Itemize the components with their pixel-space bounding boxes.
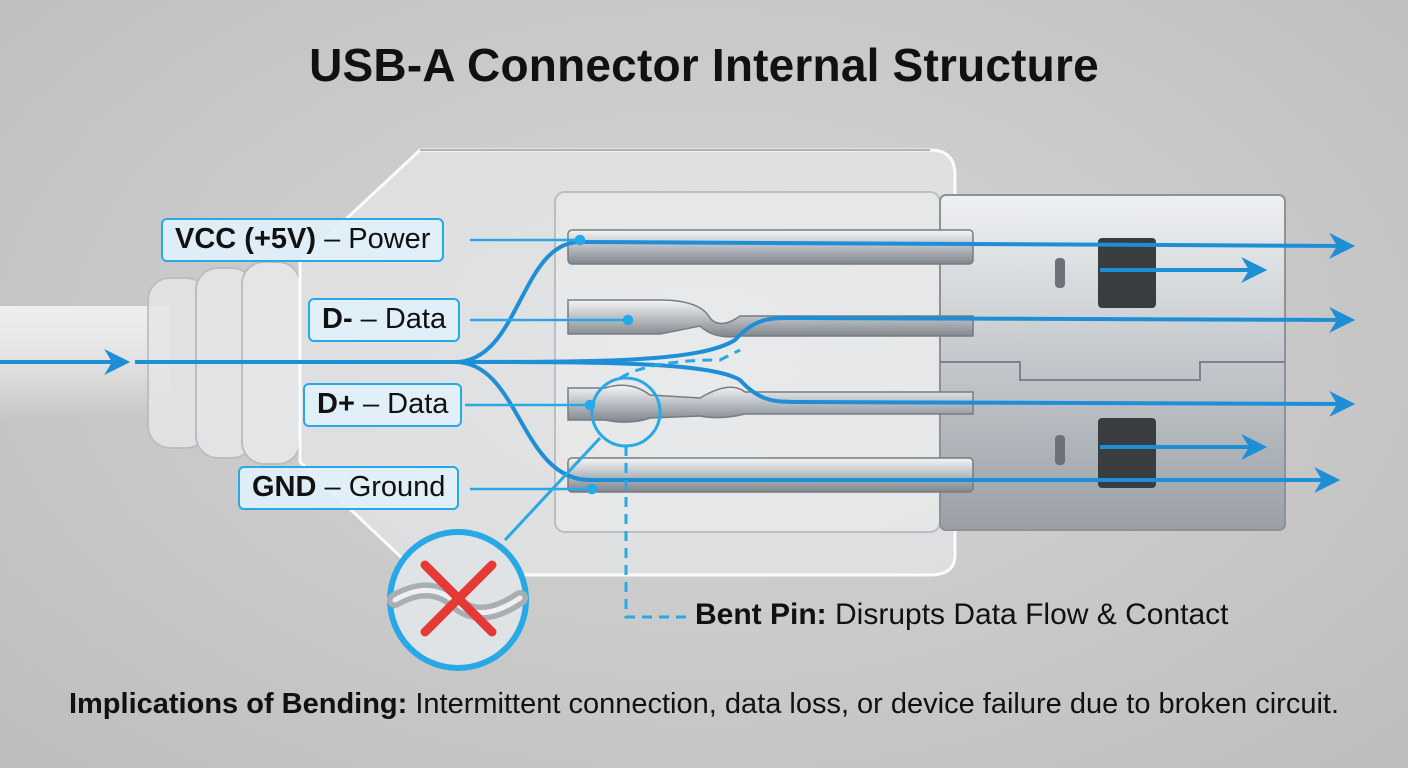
bent-pin-text: Disrupts Data Flow & Contact <box>835 598 1229 631</box>
pin-name: D- <box>322 303 353 335</box>
flow-paths <box>454 232 1356 493</box>
pin-label-vcc: VCC (+5V) – Power <box>161 218 445 262</box>
bent-pin-note: Bent Pin: Disrupts Data Flow & Contact <box>695 598 1229 632</box>
bent-pin-label: Bent Pin: <box>695 598 827 631</box>
pin-desc: – Ground <box>324 471 446 503</box>
pin-label-d-plus: D+ – Data <box>303 383 463 427</box>
implications-note: Implications of Bending: Intermittent co… <box>0 688 1408 721</box>
implications-text: Intermittent connection, data loss, or d… <box>415 688 1340 720</box>
bent-pin-leader <box>624 446 690 619</box>
pin-name: GND <box>252 471 317 503</box>
pin-label-d-minus: D- – Data <box>308 298 461 342</box>
warning-x-icon <box>420 560 497 637</box>
pin-label-gnd: GND – Ground <box>238 466 460 510</box>
pin-name: VCC (+5V) <box>175 223 317 255</box>
original-pin-path <box>619 348 741 380</box>
pin-name: D+ <box>317 388 355 420</box>
page-title: USB-A Connector Internal Structure <box>309 39 1099 91</box>
pin-desc: – Power <box>324 223 431 255</box>
label-leaders <box>465 234 634 495</box>
pin-desc: – Data <box>362 388 449 420</box>
implications-label: Implications of Bending: <box>68 688 408 720</box>
pin-desc: – Data <box>360 303 447 335</box>
